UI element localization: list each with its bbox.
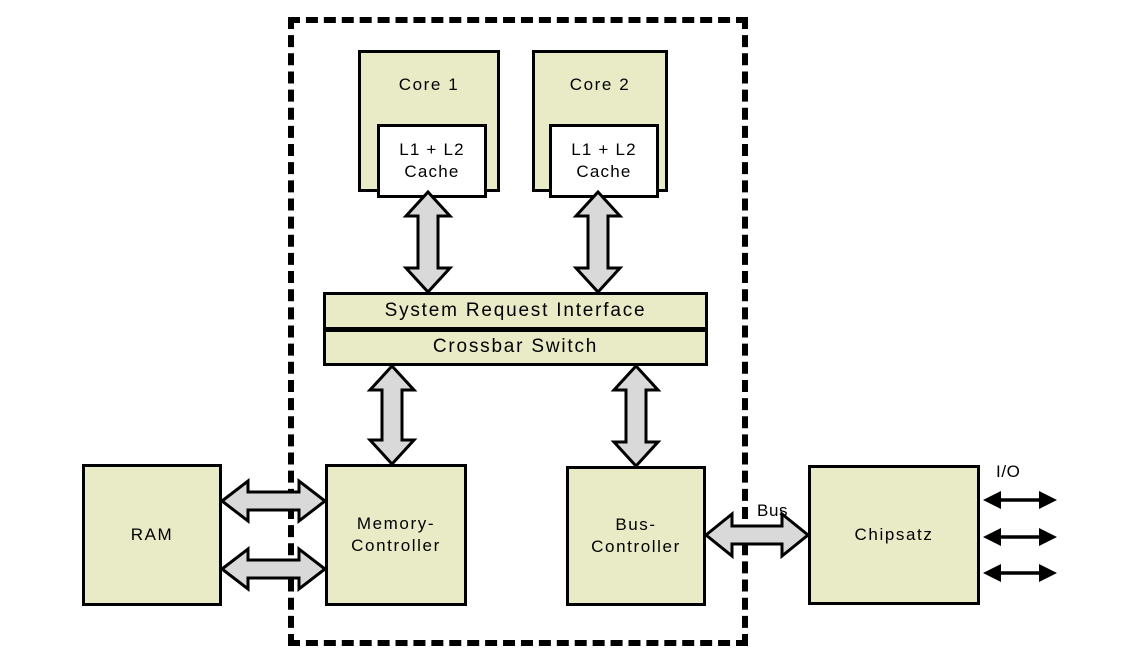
crossbar-switch-label: Crossbar Switch — [432, 336, 599, 358]
memory-controller-label: Memory- Controller — [351, 514, 441, 555]
ram-label: RAM — [130, 525, 174, 545]
io-arrow-3 — [983, 564, 1057, 582]
bus-controller-label: Bus- Controller — [591, 515, 681, 556]
bus-controller-block[interactable]: Bus- Controller — [566, 466, 706, 606]
chipsatz-block[interactable]: Chipsatz — [808, 465, 980, 605]
io-arrow-2 — [983, 528, 1057, 546]
system-request-interface-label: System Request Interface — [384, 299, 647, 321]
core-1-cache-block[interactable]: L1 + L2 Cache — [377, 124, 487, 198]
core-2-cache-block[interactable]: L1 + L2 Cache — [549, 124, 659, 198]
crossbar-switch-bar[interactable]: Crossbar Switch — [323, 329, 708, 366]
chipsatz-label: Chipsatz — [854, 525, 934, 545]
core-2-cache-label: L1 + L2 Cache — [571, 140, 637, 181]
cpu-package-boundary — [288, 17, 748, 646]
system-request-interface-bar[interactable]: System Request Interface — [323, 292, 708, 330]
core-1-cache-label: L1 + L2 Cache — [399, 140, 465, 181]
io-connection-label: I/O — [996, 462, 1021, 481]
memory-controller-block[interactable]: Memory- Controller — [325, 464, 467, 606]
core-1-title: Core 1 — [398, 75, 460, 94]
bus-connection-label: Bus — [757, 501, 789, 520]
core-2-title: Core 2 — [569, 75, 631, 94]
core-2-block[interactable]: Core 2 L1 + L2 Cache — [532, 50, 668, 198]
ram-block[interactable]: RAM — [82, 464, 222, 606]
io-arrow-1 — [983, 491, 1057, 509]
core-1-block[interactable]: Core 1 L1 + L2 Cache — [358, 50, 500, 198]
